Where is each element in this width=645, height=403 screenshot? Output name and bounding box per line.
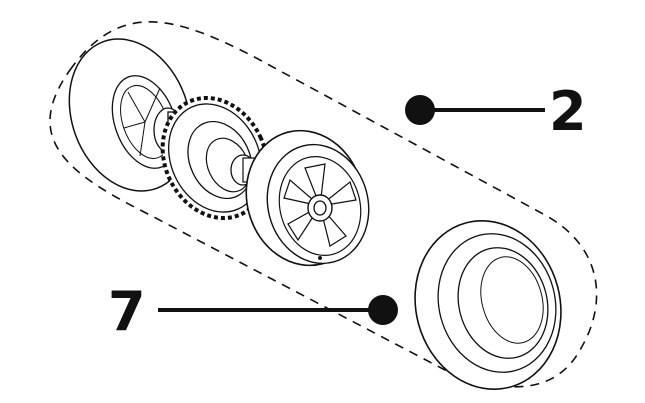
assembled-wheel xyxy=(68,38,192,192)
callout-7: 7 xyxy=(108,280,398,343)
dashed-group-outline xyxy=(49,21,598,388)
callout-2-label: 2 xyxy=(549,80,587,143)
callout-7-label: 7 xyxy=(108,280,146,343)
callout-2: 2 xyxy=(405,80,587,143)
outer-wheel xyxy=(245,129,370,267)
tire xyxy=(414,220,562,390)
